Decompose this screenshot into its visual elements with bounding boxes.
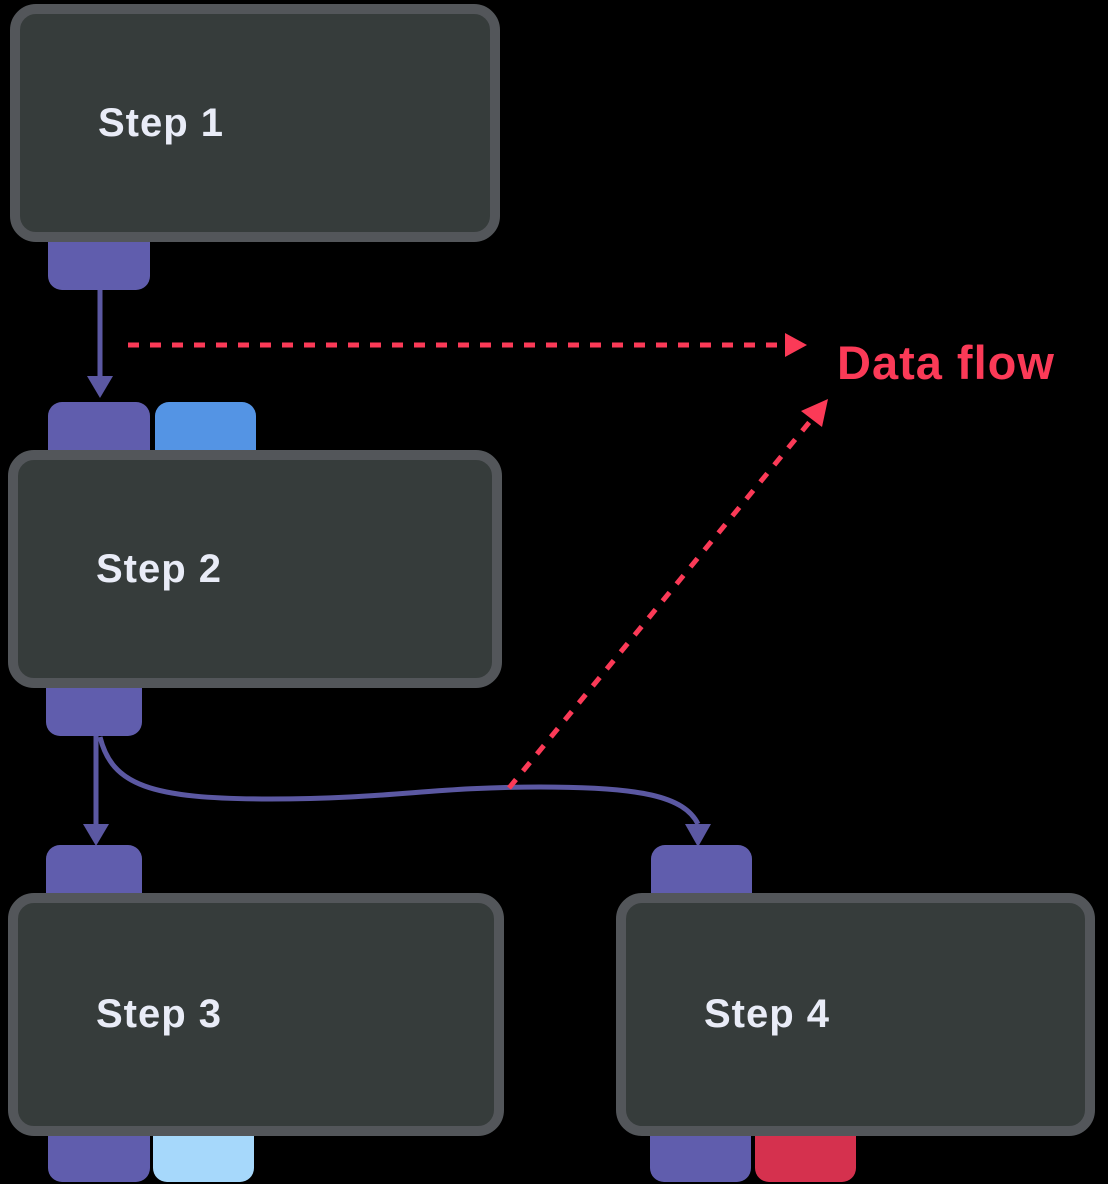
node-step-1-label: Step 1	[98, 100, 225, 145]
node-step-3-label: Step 3	[96, 992, 223, 1036]
step3-output-anchor-purple[interactable]	[48, 1136, 150, 1182]
data-flow-arrow-horizontal-arrowhead-icon	[785, 333, 807, 357]
data-flow-arrow-diagonal	[507, 417, 814, 790]
node-step-4[interactable]: Step 4	[616, 893, 1095, 1136]
node-step-4-label: Step 4	[704, 992, 831, 1036]
step1-output-anchor[interactable]	[48, 242, 150, 290]
data-flow-arrow-diagonal-arrowhead-icon	[801, 399, 828, 427]
edge-step1-step2-arrowhead-icon	[87, 376, 113, 398]
edge-step2-step3-arrowhead-icon	[83, 824, 109, 846]
step4-input-anchor[interactable]	[651, 845, 752, 893]
node-step-2[interactable]: Step 2	[8, 450, 502, 688]
step2-input-anchor-blue[interactable]	[155, 402, 256, 450]
step2-input-anchor[interactable]	[48, 402, 150, 450]
step4-output-anchor-red[interactable]	[755, 1136, 856, 1182]
edge-step2-step4-arrowhead-icon	[685, 824, 711, 847]
edge-step2-step4	[97, 736, 701, 826]
data-flow-label: Data flow	[837, 336, 1055, 389]
node-step-1[interactable]: Step 1	[10, 4, 500, 242]
node-step-3[interactable]: Step 3	[8, 893, 504, 1136]
step2-output-anchor[interactable]	[46, 687, 142, 736]
step3-output-anchor-light-blue[interactable]	[153, 1136, 254, 1182]
step3-input-anchor[interactable]	[46, 845, 142, 893]
node-step-2-label: Step 2	[96, 546, 223, 591]
step4-output-anchor-purple[interactable]	[650, 1136, 751, 1182]
